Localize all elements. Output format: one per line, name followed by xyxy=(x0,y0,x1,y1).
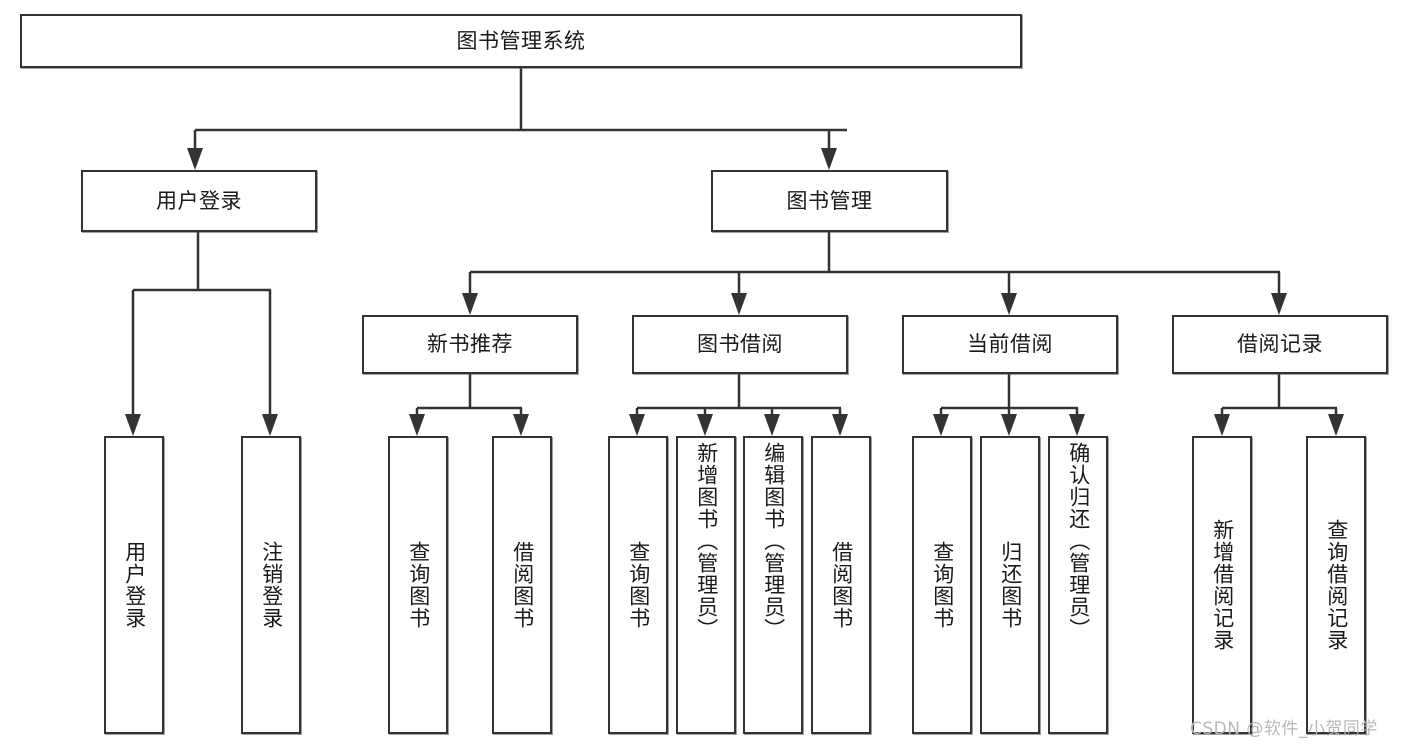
leaf-recommend-borrow-book-label: 借阅图书 xyxy=(510,541,535,629)
leaf-current-return-book[interactable]: 归还图书 xyxy=(980,436,1040,734)
leaf-record-add-label: 新增借阅记录 xyxy=(1210,519,1235,651)
arrow-leaf-b1 xyxy=(629,414,645,436)
arrow-current xyxy=(1001,293,1017,315)
leaf-record-query-label: 查询借阅记录 xyxy=(1324,519,1349,651)
leaf-borrow-query-book[interactable]: 查询图书 xyxy=(608,436,668,734)
arrow-user-login xyxy=(187,148,203,170)
arrow-leaf-b3 xyxy=(764,414,780,436)
node-book-management[interactable]: 图书管理 xyxy=(711,170,948,232)
arrow-leaf-c3 xyxy=(1069,414,1085,436)
leaf-recommend-query-book[interactable]: 查询图书 xyxy=(388,436,448,734)
leaf-borrow-add-book[interactable]: 新增图书（管理员） xyxy=(676,436,736,734)
arrow-borrow xyxy=(731,293,747,315)
csdn-watermark: CSDN @软件_小贺同学 xyxy=(1190,719,1378,739)
node-root-system[interactable]: 图书管理系统 xyxy=(20,14,1022,68)
arrow-leaf-b4 xyxy=(832,414,848,436)
node-new-book-recommend[interactable]: 新书推荐 xyxy=(362,315,578,374)
node-user-login[interactable]: 用户登录 xyxy=(81,170,317,232)
leaf-borrow-borrow-book[interactable]: 借阅图书 xyxy=(811,436,871,734)
leaf-user-login[interactable]: 用户登录 xyxy=(104,436,164,734)
arrow-leaf-u2 xyxy=(262,414,278,436)
arrow-leaf-r2 xyxy=(513,414,529,436)
leaf-current-confirm-return[interactable]: 确认归还（管理员） xyxy=(1048,436,1108,734)
arrow-leaf-rec2 xyxy=(1328,414,1344,436)
arrow-leaf-rec1 xyxy=(1214,414,1230,436)
node-current-borrow[interactable]: 当前借阅 xyxy=(902,315,1118,374)
node-book-management-label: 图书管理 xyxy=(786,188,873,213)
node-current-borrow-label: 当前借阅 xyxy=(967,332,1053,356)
leaf-current-query-book[interactable]: 查询图书 xyxy=(912,436,972,734)
node-user-login-label: 用户登录 xyxy=(156,188,242,213)
node-root-system-label: 图书管理系统 xyxy=(456,28,586,53)
leaf-recommend-query-book-label: 查询图书 xyxy=(406,541,431,629)
leaf-borrow-edit-book-label: 编辑图书（管理员） xyxy=(761,442,786,640)
leaf-borrow-query-book-label: 查询图书 xyxy=(626,541,651,629)
leaf-record-query[interactable]: 查询借阅记录 xyxy=(1306,436,1366,734)
leaf-recommend-borrow-book[interactable]: 借阅图书 xyxy=(492,436,552,734)
node-borrow-records-label: 借阅记录 xyxy=(1237,332,1323,356)
arrow-leaf-c1 xyxy=(933,414,949,436)
leaf-borrow-edit-book[interactable]: 编辑图书（管理员） xyxy=(743,436,803,734)
arrow-recommend xyxy=(462,293,478,315)
node-book-borrow-label: 图书借阅 xyxy=(697,332,783,356)
node-borrow-records[interactable]: 借阅记录 xyxy=(1172,315,1388,374)
node-book-borrow[interactable]: 图书借阅 xyxy=(632,315,848,374)
arrow-leaf-u1 xyxy=(125,414,141,436)
leaf-logout[interactable]: 注销登录 xyxy=(241,436,301,734)
leaf-record-add[interactable]: 新增借阅记录 xyxy=(1192,436,1252,734)
arrow-leaf-b2 xyxy=(697,414,713,436)
leaf-current-return-book-label: 归还图书 xyxy=(998,541,1023,629)
leaf-user-login-label: 用户登录 xyxy=(122,541,147,629)
leaf-borrow-add-book-label: 新增图书（管理员） xyxy=(694,442,719,640)
node-new-book-recommend-label: 新书推荐 xyxy=(427,332,513,356)
arrow-record xyxy=(1271,293,1287,315)
leaf-current-confirm-return-label: 确认归还（管理员） xyxy=(1066,442,1091,640)
leaf-borrow-borrow-book-label: 借阅图书 xyxy=(829,541,854,629)
arrow-leaf-c2 xyxy=(1001,414,1017,436)
leaf-current-query-book-label: 查询图书 xyxy=(930,541,955,629)
arrow-book-mgmt xyxy=(821,148,837,170)
arrow-leaf-r1 xyxy=(409,414,425,436)
leaf-logout-label: 注销登录 xyxy=(259,541,284,629)
